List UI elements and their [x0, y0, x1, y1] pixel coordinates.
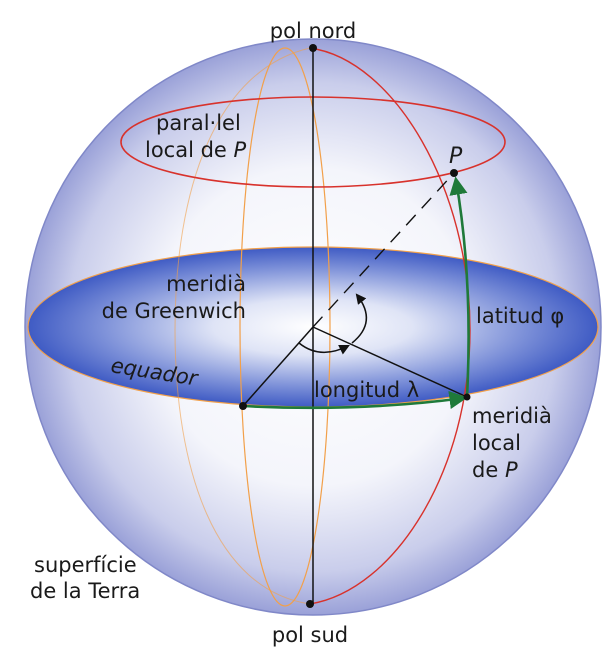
greenwich-label-2: de Greenwich [102, 299, 246, 323]
north-pole-point [309, 44, 317, 52]
north-pole-label: pol nord [270, 19, 356, 43]
local-parallel-label-2: local de P [145, 138, 247, 162]
local-meridian-label-2: local [472, 431, 521, 455]
longitude-angle-arc [298, 342, 350, 355]
greenwich-meridian [239, 47, 331, 607]
south-pole-point [306, 600, 314, 608]
local-meridian-front [309, 47, 471, 605]
point-P-label: P [449, 144, 463, 169]
radius-to-local [312, 326, 468, 398]
latitude-arc [449, 176, 470, 398]
longitude-arc [242, 390, 468, 410]
earth-surface-label-2: de la Terra [30, 579, 140, 603]
local-meridian-label-1: meridià [472, 404, 552, 428]
point-P [450, 169, 458, 177]
longitude-label: longitud λ [314, 378, 419, 402]
radius-to-P [312, 172, 455, 328]
local-meridian-label-3: de P [472, 458, 518, 482]
earth-surface-label-1: superfície [34, 553, 137, 577]
south-pole-label: pol sud [272, 623, 348, 647]
greenwich-equator-point [239, 402, 247, 410]
greenwich-label-1: meridià [166, 272, 246, 296]
latitude-label: latitud φ [476, 304, 564, 328]
local-parallel-label-1: paral·lel [156, 111, 241, 135]
radius-to-greenwich [242, 326, 314, 407]
local-equator-point [463, 393, 471, 401]
local-meridian-back [174, 47, 311, 605]
latitude-angle-arc [351, 293, 367, 344]
